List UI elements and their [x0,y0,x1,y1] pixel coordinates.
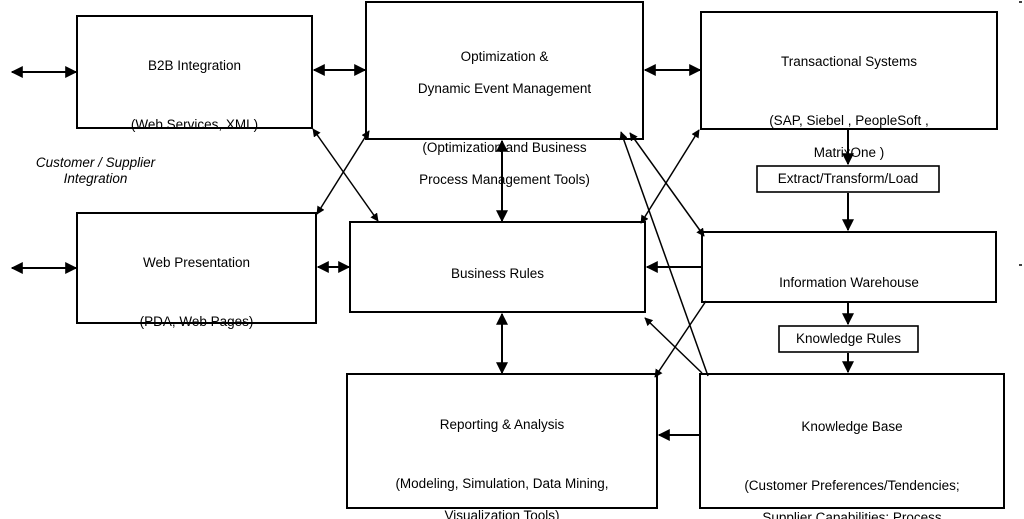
node-transactional-systems [700,11,998,130]
edge-web-presentation-to-optimization [316,130,370,215]
node-extract-transform-load [756,165,940,193]
edge-knowledge-base-to-business-rules [644,317,703,374]
node-knowledge-rules [778,325,919,353]
edge-information-warehouse-to-reporting [654,300,707,378]
label-extract-transform-load-text: Extract/Transform/Load [777,171,919,186]
node-optimization-dynamic-event-management [365,1,644,140]
edge-optimization-to-information-warehouse [629,132,705,237]
node-knowledge-base [699,373,1005,509]
label-extract-transform-load: Extract/Transform/Load [757,171,939,187]
label-knowledge-rules-text: Knowledge Rules [795,331,902,346]
node-b2b-integration [76,15,313,129]
annotation-customer-supplier-integration: Customer / Supplier Integration [8,155,183,187]
node-information-warehouse [701,231,997,303]
annotation-line-1: Customer / Supplier [35,155,156,170]
node-business-rules [349,221,646,313]
label-knowledge-rules: Knowledge Rules [779,331,918,347]
edge-optimization-to-knowledge-base [619,131,709,377]
edge-b2b-to-business-rules [312,128,379,222]
node-web-presentation [76,212,317,324]
annotation-line-2: Integration [63,171,128,186]
node-reporting-analysis [346,373,658,509]
edge-transactional-to-business-rules [640,129,700,224]
